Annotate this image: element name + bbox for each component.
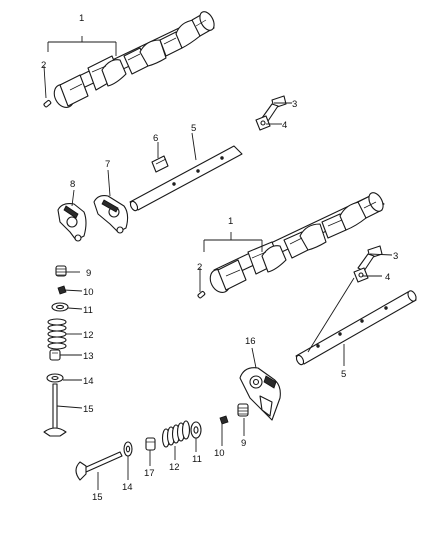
rocker-arm-8 bbox=[57, 203, 87, 242]
valve-15-left bbox=[43, 383, 67, 437]
bolt-lower bbox=[357, 245, 383, 272]
dowel-pin-upper bbox=[43, 99, 52, 108]
callout-9-left: 9 bbox=[86, 268, 91, 279]
callout-labels: 1 2 3 4 5 6 7 8 9 10 11 12 13 14 15 1 2 … bbox=[41, 13, 398, 503]
callout-7: 7 bbox=[105, 159, 110, 170]
nut-10-bottom bbox=[219, 415, 229, 425]
callout-2-mid: 2 bbox=[197, 262, 202, 273]
nut-10-left bbox=[57, 285, 67, 295]
spring-seat-17 bbox=[145, 437, 156, 451]
valve-seal-14-bottom bbox=[123, 441, 133, 457]
adjuster-screw-9-left bbox=[55, 265, 67, 277]
callout-11-bottom: 11 bbox=[192, 454, 202, 465]
adjuster-screw-9-right bbox=[237, 403, 249, 417]
callout-11-left: 11 bbox=[83, 305, 93, 316]
callout-4-mid: 4 bbox=[385, 272, 390, 283]
callout-9-right: 9 bbox=[241, 438, 246, 449]
callout-14-bottom: 14 bbox=[122, 482, 133, 493]
callout-10-left: 10 bbox=[83, 287, 94, 298]
camshaft-upper bbox=[43, 11, 215, 108]
callout-6: 6 bbox=[153, 133, 158, 144]
shaft-spring-6 bbox=[151, 155, 169, 173]
callout-3-top: 3 bbox=[292, 99, 297, 110]
callout-2-top: 2 bbox=[41, 60, 46, 71]
callout-5-top: 5 bbox=[191, 123, 196, 134]
rocker-arm-16 bbox=[239, 367, 281, 421]
rocker-shaft-lower bbox=[295, 290, 417, 366]
retainer-11-left bbox=[51, 302, 69, 312]
valve-spring-12-left bbox=[47, 318, 67, 350]
dowel-pin-lower bbox=[197, 290, 206, 299]
callout-10-bottom: 10 bbox=[214, 448, 225, 459]
callout-12-bottom: 12 bbox=[169, 462, 180, 473]
valve-spring-12-bottom bbox=[161, 420, 191, 448]
rocker-shaft-upper bbox=[129, 145, 243, 212]
callout-bracket-top bbox=[47, 36, 117, 56]
camshaft-lower bbox=[197, 192, 385, 299]
callout-8: 8 bbox=[70, 179, 75, 190]
spring-seat-13 bbox=[49, 349, 61, 361]
callout-16: 16 bbox=[245, 336, 256, 347]
callout-17: 17 bbox=[144, 468, 155, 479]
valve-seal-14-left bbox=[46, 373, 64, 383]
callout-1-top: 1 bbox=[79, 13, 84, 24]
callout-1-mid: 1 bbox=[228, 216, 233, 227]
callout-bracket-mid bbox=[203, 232, 263, 252]
valve-15-bottom bbox=[75, 451, 123, 481]
retainer-11-bottom bbox=[190, 421, 202, 439]
leader-lines bbox=[43, 65, 393, 490]
bracket-upper bbox=[255, 115, 271, 131]
callout-15-left: 15 bbox=[83, 404, 94, 415]
callout-4-top: 4 bbox=[282, 120, 287, 131]
bracket-lower bbox=[353, 267, 369, 283]
callout-14-left: 14 bbox=[83, 376, 94, 387]
callout-3-mid: 3 bbox=[393, 251, 398, 262]
rocker-arm-7 bbox=[93, 195, 129, 234]
callout-5-mid: 5 bbox=[341, 369, 346, 380]
callout-15-bottom: 15 bbox=[92, 492, 103, 503]
callout-12-left: 12 bbox=[83, 330, 94, 341]
callout-13: 13 bbox=[83, 351, 94, 362]
